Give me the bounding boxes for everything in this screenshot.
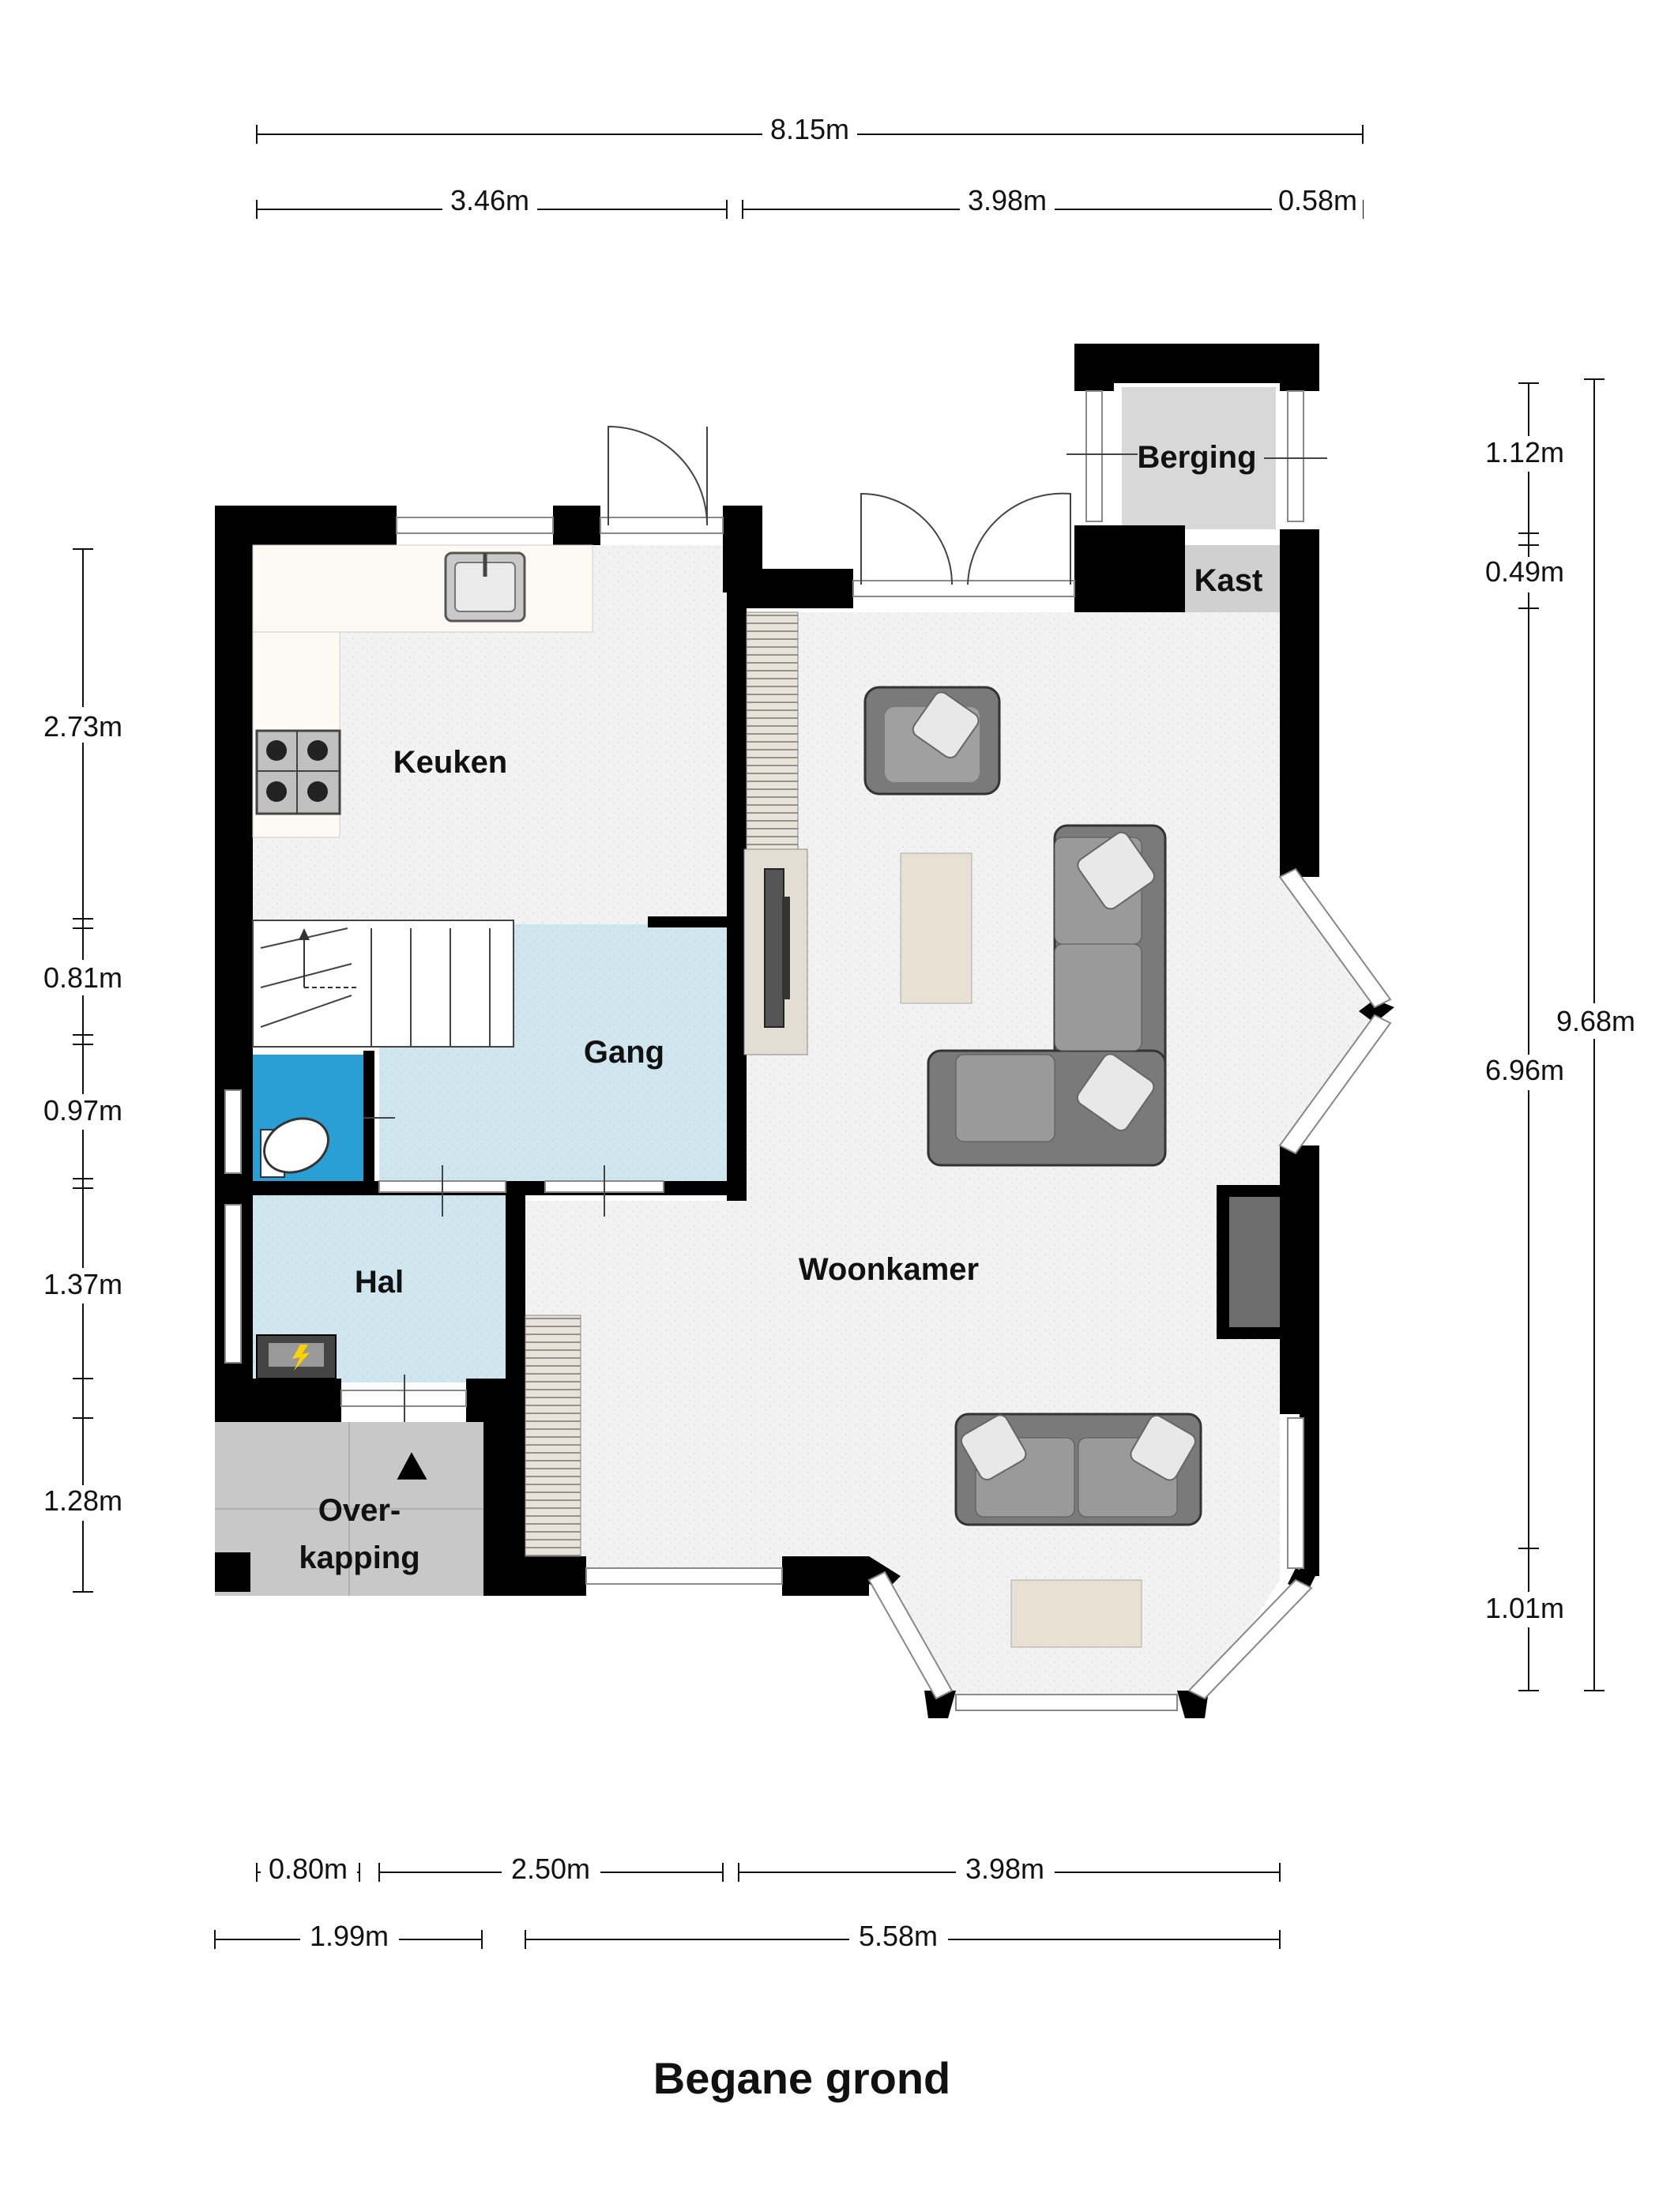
window <box>396 517 554 534</box>
window <box>224 1204 242 1364</box>
plan-title: Begane grond <box>653 2053 950 2103</box>
wall <box>215 1379 341 1422</box>
dim-left-3: 0.97m <box>43 1094 122 1127</box>
wall <box>727 569 853 608</box>
wall <box>363 1051 374 1193</box>
wall <box>1280 344 1319 391</box>
wall <box>1280 1146 1319 1414</box>
dim-right-2: 0.49m <box>1485 555 1564 588</box>
wall <box>924 1691 956 1718</box>
room-label-overkapping-2: kapping <box>299 1540 419 1575</box>
dim-left-5: 1.28m <box>43 1484 122 1517</box>
room-label-berging: Berging <box>1137 440 1256 475</box>
room-label-keuken: Keuken <box>393 745 508 780</box>
room-label-overkapping-1: Over- <box>318 1493 401 1528</box>
dim-right-4: 1.01m <box>1485 1592 1564 1624</box>
dim-bottom-1: 0.80m <box>269 1853 348 1885</box>
fireplace-icon <box>1217 1185 1280 1339</box>
window <box>585 1567 783 1585</box>
dim-right-3: 6.96m <box>1485 1054 1564 1086</box>
toilet-icon <box>260 1117 329 1178</box>
walls <box>215 344 1394 1718</box>
dim-bottom-3: 3.98m <box>965 1853 1044 1885</box>
kitchen-counter <box>252 544 593 838</box>
dim-bottom-5: 5.58m <box>859 1920 938 1952</box>
door-swing <box>967 492 1071 585</box>
sink-icon <box>444 551 526 623</box>
furniture <box>764 686 1280 1648</box>
wall <box>483 1556 586 1596</box>
window <box>1278 867 1392 1009</box>
cabinet <box>746 611 799 850</box>
entrance-arrow-icon <box>397 1452 427 1480</box>
window <box>955 1694 1178 1711</box>
window <box>600 517 724 534</box>
cabinet <box>525 1315 581 1557</box>
door-swing <box>860 492 953 585</box>
window <box>1085 390 1103 522</box>
coffee-table <box>900 852 972 1004</box>
dim-left-1: 2.73m <box>43 710 122 743</box>
tv-icon <box>764 868 790 1028</box>
wall <box>215 506 253 1090</box>
dimension-lines: 8.15m 3.46m 3.98m 0.58m 2.73m 0.81m 0.97… <box>32 113 1647 1957</box>
wall <box>1280 529 1319 877</box>
dim-top-total: 8.15m <box>770 113 849 145</box>
windows <box>224 390 1392 1711</box>
dim-left-2: 0.81m <box>43 961 122 994</box>
kast-floor <box>1185 545 1280 612</box>
dim-top-mid: 3.98m <box>968 184 1047 216</box>
window <box>224 1089 242 1174</box>
dim-right-total: 9.68m <box>1556 1005 1635 1037</box>
dim-right-1: 1.12m <box>1485 436 1564 468</box>
wall <box>553 506 600 545</box>
dim-bottom-2: 2.50m <box>511 1853 590 1885</box>
window <box>1287 390 1304 522</box>
wall <box>1106 545 1169 569</box>
wall <box>1359 999 1394 1023</box>
wall <box>1074 344 1114 391</box>
room-label-woonkamer: Woonkamer <box>799 1252 979 1287</box>
sofa-icon <box>954 1413 1202 1526</box>
wall <box>1177 1691 1209 1718</box>
window <box>1187 1578 1313 1700</box>
window <box>1287 1417 1304 1569</box>
room-labels: Keuken Gang Hal Over- kapping Woonkamer … <box>299 440 1262 1575</box>
wall <box>727 569 747 1201</box>
column <box>215 1552 250 1592</box>
side-table <box>1010 1579 1142 1648</box>
stove-icon <box>255 729 341 815</box>
sofa-icon <box>927 824 1167 1167</box>
room-label-hal: Hal <box>355 1265 404 1300</box>
doors <box>363 425 1327 1422</box>
wall <box>1074 344 1319 383</box>
window <box>867 1571 954 1700</box>
armchair-icon <box>863 686 1001 796</box>
meter-cabinet-icon <box>256 1334 337 1379</box>
window <box>852 580 1075 597</box>
room-label-gang: Gang <box>584 1035 664 1070</box>
dim-bottom-4: 1.99m <box>310 1920 389 1952</box>
window <box>1278 1014 1392 1155</box>
dim-top-left: 3.46m <box>450 184 529 216</box>
door-swing <box>608 425 708 526</box>
dim-top-right: 0.58m <box>1278 184 1357 216</box>
berging-floor <box>1122 387 1276 529</box>
wall <box>215 506 397 545</box>
staircase <box>252 920 514 1048</box>
dim-left-4: 1.37m <box>43 1268 122 1300</box>
wall <box>648 916 727 927</box>
room-label-kast: Kast <box>1194 563 1263 598</box>
